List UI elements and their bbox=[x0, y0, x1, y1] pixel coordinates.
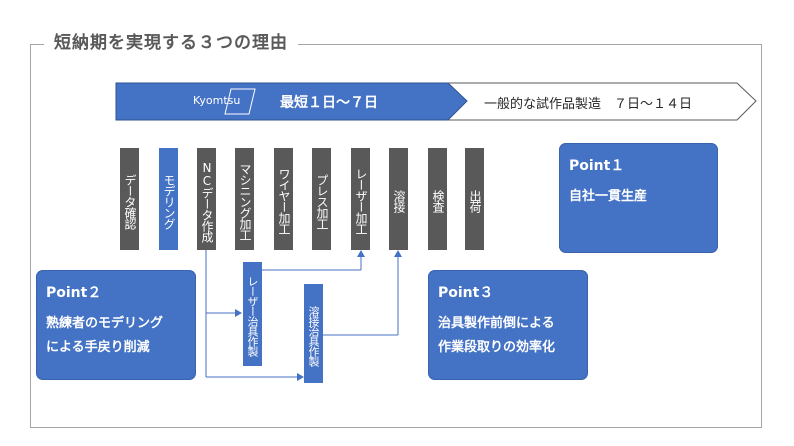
flow-connectors bbox=[205, 250, 399, 378]
fast-leadtime-label: 最短１日～７日 bbox=[280, 95, 378, 111]
point-3-line-1: 治具製作前倒による bbox=[438, 316, 555, 331]
diagram-title: 短納期を実現する３つの理由 bbox=[44, 31, 298, 55]
step-wire: ワイヤー加工 bbox=[274, 148, 293, 250]
diagram-frame bbox=[30, 44, 762, 428]
step-nc-data: NCデータ作成 bbox=[197, 148, 216, 250]
step-welding: 溶接 bbox=[389, 148, 408, 250]
point-3-line-2: 作業段取りの効率化 bbox=[438, 340, 556, 355]
step-data-check: データ確認 bbox=[120, 148, 139, 250]
step-machining: マシニング加工 bbox=[235, 148, 254, 250]
laser-jig-box: レーザー治具作製 bbox=[243, 262, 262, 366]
step-shipping: 出荷 bbox=[465, 148, 484, 250]
point-2-box: Point２ 熟練者のモデリング による手戻り削減 bbox=[36, 270, 196, 380]
point-2-line-2: による手戻り削減 bbox=[46, 340, 150, 355]
arrow-heads bbox=[235, 250, 402, 381]
welding-jig-box: 溶接治具作製 bbox=[304, 284, 323, 383]
point-1-box: Point１ 自社一貫生産 bbox=[559, 143, 718, 253]
fast-leadtime-arrow bbox=[115, 82, 468, 121]
point-1-title: Point１ bbox=[569, 158, 625, 174]
step-inspection: 検査 bbox=[428, 148, 447, 250]
step-modeling: モデリング bbox=[159, 148, 178, 250]
company-logo-text: Kyomtsu bbox=[193, 94, 241, 107]
step-laser: レーザー加工 bbox=[351, 148, 370, 250]
point-1-line-1: 自社一貫生産 bbox=[569, 189, 648, 204]
point-3-title: Point３ bbox=[438, 285, 494, 301]
normal-leadtime-label: 一般的な試作品製造 ７日～１４日 bbox=[484, 97, 693, 112]
point-2-title: Point２ bbox=[46, 285, 102, 301]
point-2-line-1: 熟練者のモデリング bbox=[46, 316, 164, 331]
step-press: プレス加工 bbox=[312, 148, 331, 250]
logo-shape bbox=[224, 88, 256, 115]
point-3-box: Point３ 治具製作前倒による 作業段取りの効率化 bbox=[428, 270, 588, 380]
